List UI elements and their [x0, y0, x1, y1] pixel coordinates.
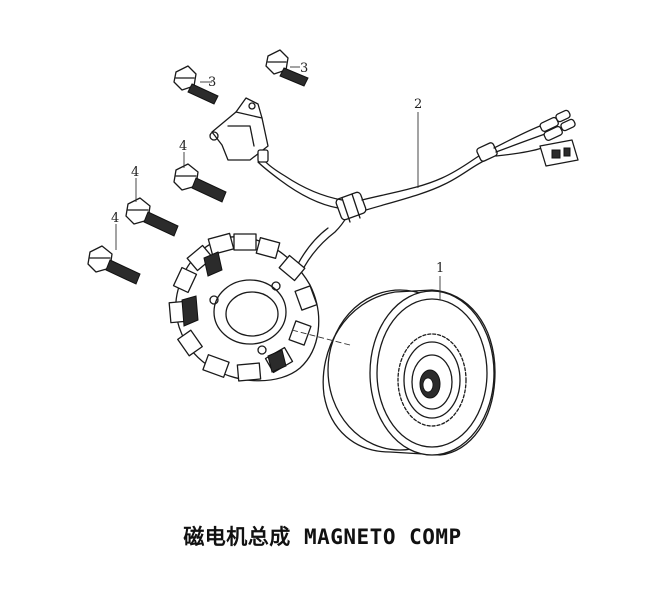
- diagram-caption: 磁电机总成 MAGNETO COMP: [183, 525, 462, 549]
- bolt-4-b: [125, 197, 179, 237]
- leader-lines: [115, 66, 441, 300]
- bolt-4-a: [173, 163, 227, 203]
- callout-bolt-b: 4: [131, 165, 139, 180]
- wire-harness: [209, 97, 579, 281]
- harness-grommet: [335, 191, 367, 223]
- bolt-3-left: [173, 65, 219, 105]
- callout-bolt-a: 4: [179, 139, 187, 154]
- callout-harness: 2: [414, 97, 422, 112]
- stator-assembly: [168, 232, 351, 382]
- callout-bolt-upper-left: 3: [208, 75, 216, 90]
- callout-bolt-upper-right: 3: [300, 61, 308, 76]
- coupler-connector: [539, 139, 579, 167]
- bolt-4-c: [87, 245, 141, 285]
- callout-rotor: 1: [436, 261, 444, 276]
- flywheel-rotor: [322, 289, 496, 456]
- bolt-3-right: [265, 49, 309, 87]
- callout-bolt-c: 4: [111, 211, 119, 226]
- pickup-bracket: [209, 97, 269, 163]
- bullet-connectors: [539, 109, 576, 141]
